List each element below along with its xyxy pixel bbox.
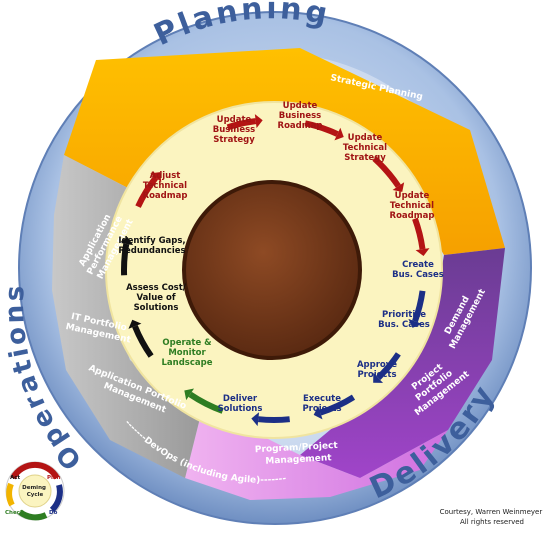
cycle-arrowhead bbox=[334, 127, 344, 141]
cycle-arrow bbox=[226, 118, 257, 131]
cycle-arrow bbox=[135, 175, 159, 208]
cycle-arrowhead bbox=[184, 388, 195, 401]
cycle-arrowhead bbox=[119, 237, 134, 246]
cycle-arrowhead bbox=[373, 372, 384, 383]
cycle-arrow bbox=[412, 290, 426, 323]
cycle-arrow bbox=[319, 394, 356, 416]
cycle-arrowhead bbox=[392, 182, 405, 192]
cycle-arrow bbox=[376, 352, 401, 381]
deming-do-label: Do bbox=[49, 510, 58, 516]
cycle-arrow bbox=[121, 243, 130, 276]
cycle-arrow bbox=[372, 156, 401, 188]
program-project-management-label: Program/Project Management bbox=[255, 441, 342, 467]
deming-act-label: Act bbox=[10, 475, 21, 481]
cycle-arrowhead bbox=[313, 406, 323, 420]
cycle-arrowhead bbox=[408, 318, 422, 328]
deming-cycle-badge: Deming Cycle Act Plan Check Do bbox=[5, 461, 65, 521]
cycle-arrows bbox=[119, 114, 430, 427]
deming-title: Deming Cycle bbox=[22, 485, 48, 498]
cycle-arrow bbox=[304, 120, 339, 137]
credit-text: Courtesy, Warren Weinmeyer All rights re… bbox=[440, 508, 545, 526]
core-circle bbox=[182, 180, 362, 360]
cycle-arrow bbox=[258, 416, 290, 423]
cycle-arrowhead bbox=[251, 412, 260, 427]
process-step: Identify Gaps,Redundancies bbox=[118, 236, 185, 256]
deming-plan-label: Plan bbox=[47, 475, 61, 481]
program-segment bbox=[185, 418, 448, 500]
cycle-arrow bbox=[132, 325, 154, 358]
cycle-arrowhead bbox=[150, 172, 162, 182]
cycle-arrowhead bbox=[128, 319, 142, 329]
cycle-arrowhead bbox=[415, 248, 430, 257]
cycle-arrow bbox=[188, 391, 224, 414]
cycle-arrowhead bbox=[254, 114, 263, 129]
deming-check-label: Check bbox=[5, 510, 24, 516]
cycle-arrow bbox=[412, 217, 426, 250]
strategic-planning-segment bbox=[64, 48, 505, 255]
